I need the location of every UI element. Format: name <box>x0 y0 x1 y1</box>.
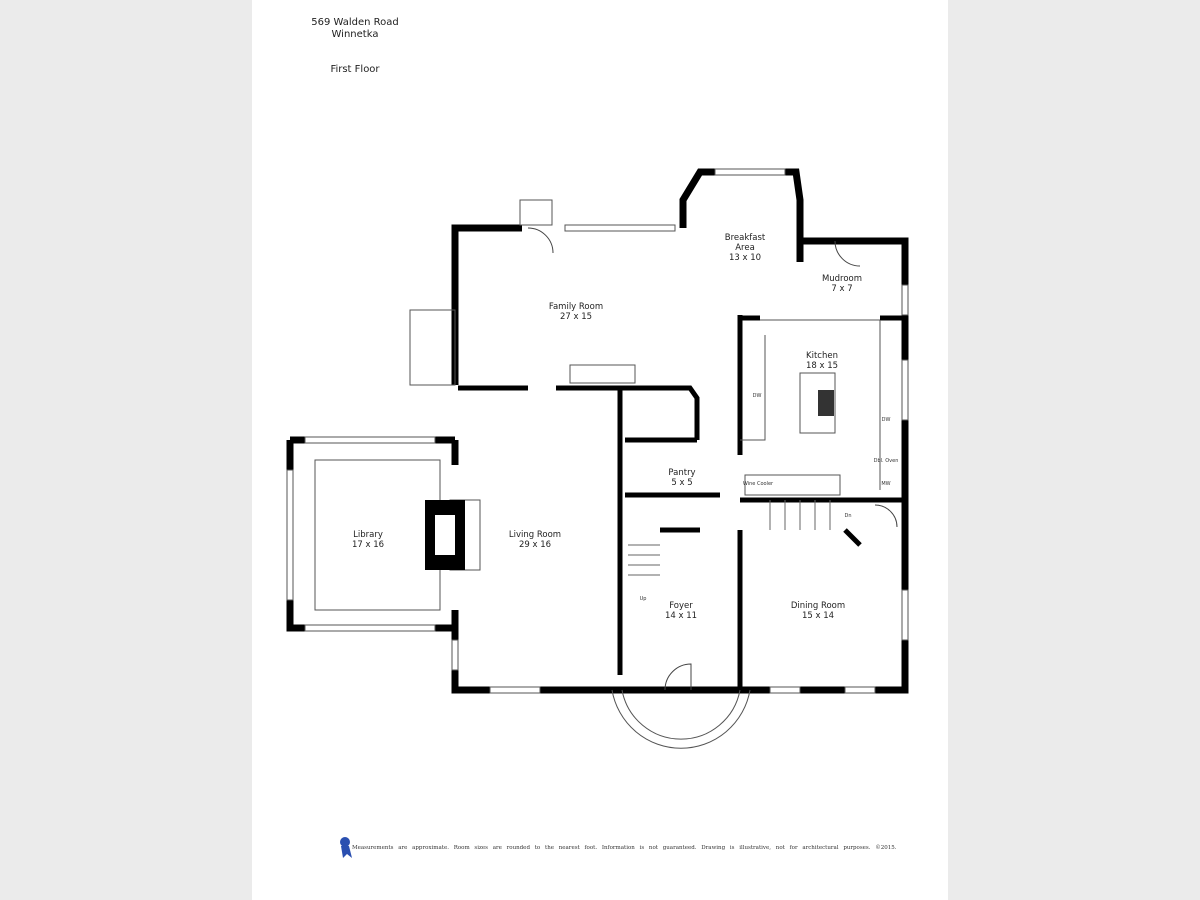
oven-label: Dbl. Oven <box>874 458 899 464</box>
disclaimer: Measurements are approximate. Room sizes… <box>352 845 897 851</box>
mw-label: MW <box>881 481 890 487</box>
library-label: Library <box>353 530 383 540</box>
foyer-size: 14 x 11 <box>665 611 697 621</box>
kitchen-label: Kitchen <box>806 351 838 361</box>
cooktop <box>818 390 834 416</box>
breakfast-label-1: Breakfast <box>725 233 766 243</box>
dw-label: DW <box>753 393 762 399</box>
ribbon-logo-icon <box>340 837 352 858</box>
mudroom-size: 7 x 7 <box>831 284 852 294</box>
doors <box>527 227 898 691</box>
windows <box>286 168 909 694</box>
fixture-labels: DW DW Dbl. Oven MW Wine Cooler Up Dn <box>640 393 899 602</box>
foyer-label: Foyer <box>669 601 693 611</box>
pantry-label: Pantry <box>668 468 695 478</box>
mudroom-label: Mudroom <box>822 274 862 284</box>
dw2-label: DW <box>882 417 891 423</box>
wine-cooler-label: Wine Cooler <box>743 481 774 487</box>
stairs <box>628 500 831 576</box>
stairs-down-label: Dn <box>844 513 851 519</box>
address-line1: 569 Walden Road <box>311 17 399 28</box>
room-labels: Breakfast Area 13 x 10 Mudroom 7 x 7 Fam… <box>352 233 862 621</box>
living-room-size: 29 x 16 <box>519 540 551 550</box>
address-block: 569 Walden Road Winnetka <box>300 17 410 41</box>
breakfast-size: 13 x 10 <box>729 253 761 263</box>
living-room-label: Living Room <box>509 530 561 540</box>
family-room-size: 27 x 15 <box>560 312 592 322</box>
address-line2: Winnetka <box>331 29 379 40</box>
stairs-up-label: Up <box>640 596 647 602</box>
pantry-size: 5 x 5 <box>671 478 692 488</box>
breakfast-label-2: Area <box>735 243 755 253</box>
library-size: 17 x 16 <box>352 540 384 550</box>
family-room-label: Family Room <box>549 302 603 312</box>
outlines <box>314 199 881 749</box>
floor-plan-sheet <box>252 0 948 900</box>
floor-title: First Floor <box>330 64 380 75</box>
dining-room-label: Dining Room <box>791 601 845 611</box>
interior-walls <box>458 315 905 690</box>
dining-room-size: 15 x 14 <box>802 611 834 621</box>
kitchen-size: 18 x 15 <box>806 361 838 371</box>
